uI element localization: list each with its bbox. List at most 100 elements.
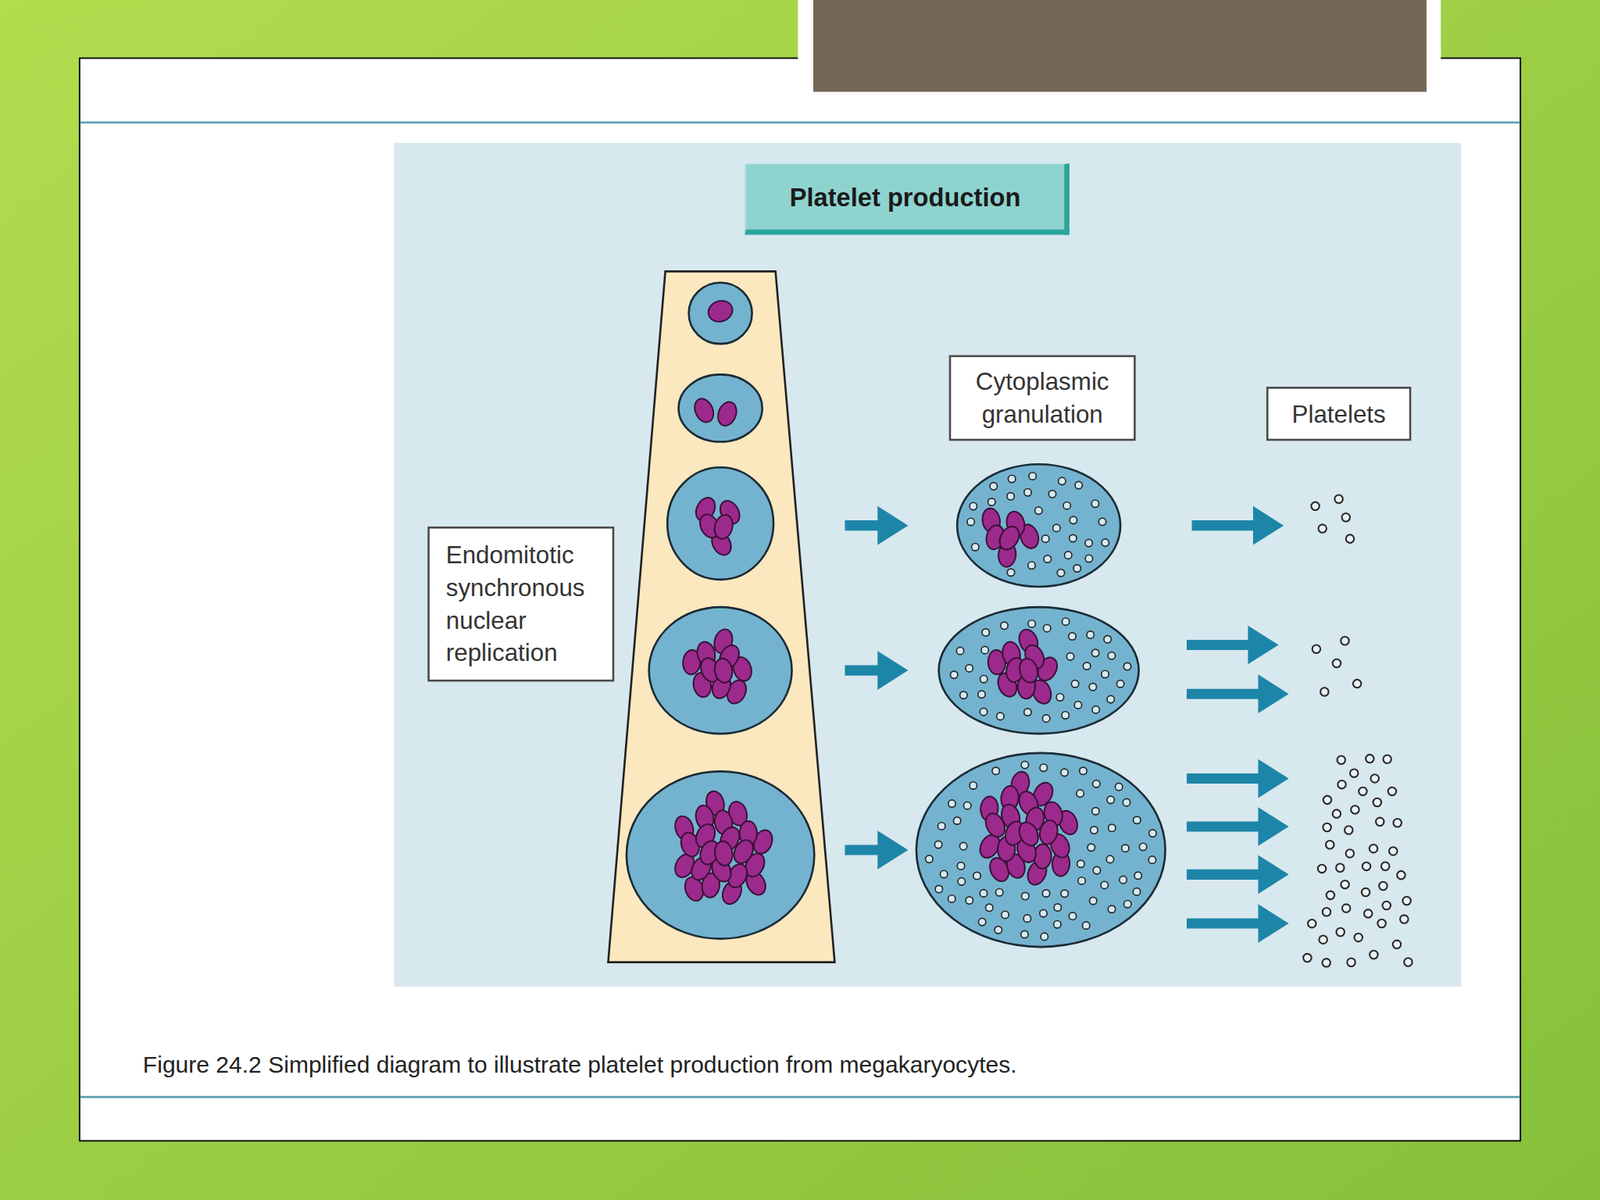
granule	[1132, 888, 1140, 896]
granule	[1075, 481, 1083, 489]
granule	[979, 707, 987, 715]
granule	[1071, 680, 1079, 688]
platelet	[1346, 849, 1354, 858]
granule	[1007, 492, 1015, 500]
granule	[1092, 780, 1100, 788]
nucleus-lobe	[713, 839, 735, 867]
flow-arrow	[1186, 807, 1290, 847]
nucleus-lobe	[691, 396, 718, 426]
platelet	[1402, 896, 1411, 905]
granule	[1091, 500, 1099, 508]
granule	[1100, 881, 1108, 889]
platelet	[1312, 644, 1321, 653]
granule	[1103, 635, 1111, 643]
granule	[1098, 517, 1106, 525]
granule	[1079, 767, 1087, 775]
platelet	[1344, 825, 1353, 834]
platelet	[1334, 494, 1343, 503]
platelet	[1375, 817, 1384, 826]
nucleus-lobe	[705, 297, 736, 325]
platelet	[1365, 754, 1374, 763]
granule	[994, 926, 1002, 934]
granule	[1035, 507, 1043, 515]
platelet	[1369, 950, 1378, 959]
granule	[964, 801, 972, 809]
flow-arrow	[844, 650, 908, 690]
granule	[996, 889, 1004, 897]
granule	[1024, 489, 1032, 497]
nucleus-lobe	[712, 657, 734, 685]
header-frame	[797, 0, 1441, 93]
granule	[1053, 524, 1061, 532]
granule	[1085, 539, 1093, 547]
granule	[1124, 900, 1132, 908]
granule	[948, 895, 956, 903]
granule	[1148, 856, 1156, 864]
granule	[989, 482, 997, 490]
granule	[1116, 680, 1124, 688]
granule	[985, 903, 993, 911]
label-text: Endomitotic synchronous nuclear replicat…	[446, 539, 600, 670]
platelet	[1371, 774, 1379, 783]
granule	[1061, 711, 1069, 719]
platelet	[1381, 862, 1390, 871]
granule	[996, 712, 1004, 720]
platelet	[1325, 840, 1334, 849]
granule	[1101, 670, 1109, 678]
megakaryocyte-cell	[689, 282, 753, 344]
megakaryocyte-cell	[957, 464, 1121, 587]
platelet	[1382, 755, 1391, 764]
granule	[988, 498, 996, 506]
granule	[1040, 932, 1048, 940]
platelet	[1320, 687, 1329, 696]
granule	[1107, 695, 1115, 703]
platelet	[1373, 798, 1382, 807]
granule	[1021, 892, 1029, 900]
granule	[1123, 662, 1131, 670]
platelet	[1382, 901, 1391, 910]
label-text: Cytoplasmic granulation	[959, 365, 1126, 432]
platelet	[1332, 809, 1341, 818]
platelet	[1388, 787, 1397, 796]
granule	[1021, 930, 1029, 938]
label-text: Platelets	[1292, 397, 1386, 431]
granule	[1107, 905, 1115, 913]
granule	[1039, 909, 1047, 917]
platelet	[1323, 796, 1332, 804]
granule	[1028, 472, 1036, 480]
granule	[1092, 866, 1100, 874]
granule	[1068, 632, 1076, 640]
granule	[956, 646, 964, 654]
granule	[935, 885, 943, 893]
label-box: Endomitotic synchronous nuclear replicat…	[427, 526, 615, 683]
granule	[1085, 554, 1093, 562]
label-box: Platelets	[1266, 386, 1411, 441]
flow-arrow	[1192, 506, 1285, 546]
granule	[1021, 760, 1029, 768]
granule	[1108, 824, 1116, 832]
nucleus-lobe	[996, 523, 1024, 554]
granule	[982, 628, 990, 636]
platelet	[1346, 958, 1355, 967]
platelet	[1335, 928, 1344, 936]
platelet	[1369, 844, 1378, 853]
megakaryocyte-cell	[916, 753, 1166, 947]
flow-arrow	[844, 830, 908, 870]
granule	[957, 862, 965, 870]
granule	[1042, 889, 1050, 897]
granule	[1069, 534, 1077, 542]
granule	[1069, 516, 1077, 524]
granule	[978, 690, 986, 698]
platelet	[1340, 636, 1349, 645]
platelet	[1310, 502, 1319, 511]
slide-panel	[79, 57, 1521, 1141]
granule	[1061, 617, 1069, 625]
platelet	[1337, 780, 1346, 789]
granule	[1106, 855, 1114, 863]
granule	[1107, 652, 1115, 660]
figure-caption: Figure 24.2 Simplified diagram to illust…	[142, 1050, 1470, 1079]
platelet	[1350, 768, 1358, 777]
granule	[1057, 569, 1065, 577]
flow-arrow	[1186, 625, 1279, 665]
platelet	[1346, 534, 1354, 543]
